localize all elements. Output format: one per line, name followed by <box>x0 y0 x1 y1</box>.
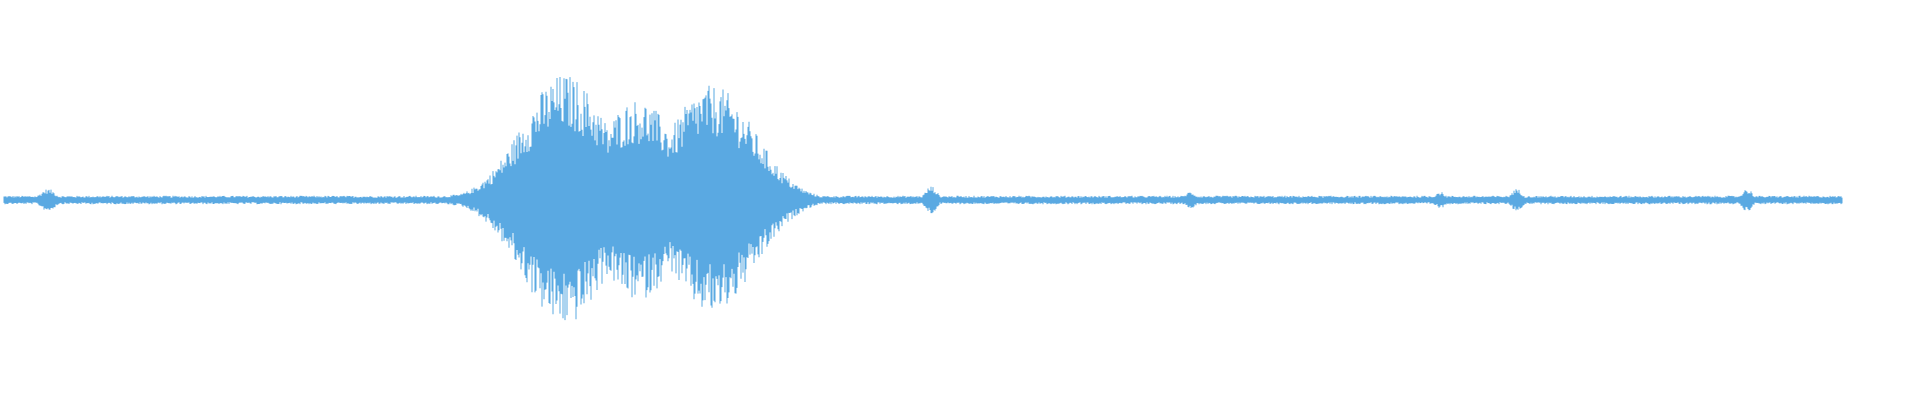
waveform-path <box>3 77 1843 321</box>
waveform-trace <box>3 77 1843 321</box>
